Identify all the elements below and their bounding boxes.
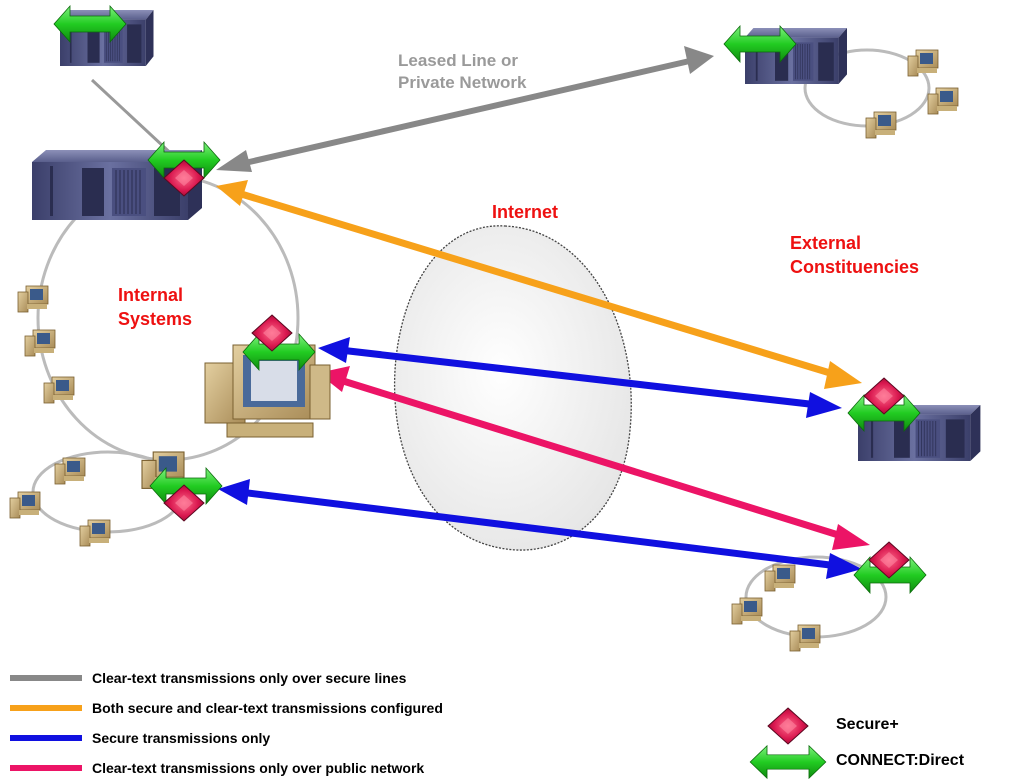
links — [216, 46, 870, 579]
internet-cloud-icon — [393, 225, 632, 551]
pc-icon — [9, 491, 41, 519]
link-blue-top — [318, 337, 842, 418]
secure-plus-diamond-icon — [767, 707, 809, 745]
leased-line-label-line2: Private Network — [398, 73, 527, 92]
pc-icon — [24, 329, 56, 357]
pc-icon — [79, 519, 111, 547]
pc-icon — [789, 624, 821, 652]
pc-icon — [865, 111, 897, 139]
link-orange — [216, 180, 862, 389]
pc-icon — [927, 87, 959, 115]
connect-direct-arrow-icon — [749, 745, 827, 779]
internet-label: Internet — [492, 202, 559, 222]
mainframe-link — [90, 78, 180, 162]
legend-swatch-pink — [10, 765, 82, 771]
external-label-line2: Constituencies — [790, 257, 920, 277]
leased-line-label-line1: Leased Line or — [398, 51, 518, 70]
key-secure-plus-label: Secure+ — [836, 716, 899, 733]
pc-icon — [731, 597, 763, 625]
legend-item: Clear-text transmissions only over secur… — [92, 670, 407, 686]
external-label-line1: External — [790, 233, 862, 253]
internal-label-line2: Systems — [118, 309, 193, 329]
link-blue-bottom — [218, 479, 862, 579]
internal-label-line1: Internal — [118, 285, 184, 305]
pc-icon — [17, 285, 49, 313]
legend-swatch-orange — [10, 705, 82, 711]
pc-icon — [907, 49, 939, 77]
legend-item: Both secure and clear-text transmissions… — [92, 700, 443, 716]
key-connect-direct-label: CONNECT:Direct — [836, 752, 965, 769]
leased-line-label: Leased Line or Private Network — [398, 50, 527, 94]
link-gray — [216, 46, 714, 172]
legend-swatch-gray — [10, 675, 82, 681]
legend-item: Secure transmissions only — [92, 730, 271, 746]
legend-swatch-blue — [10, 735, 82, 741]
legend-item: Clear-text transmissions only over publi… — [92, 760, 425, 776]
pc-icon — [43, 376, 75, 404]
internal-systems-label: Internal Systems — [118, 283, 192, 331]
external-constituencies-label: External Constituencies — [790, 231, 919, 279]
pc-icon — [764, 564, 796, 592]
